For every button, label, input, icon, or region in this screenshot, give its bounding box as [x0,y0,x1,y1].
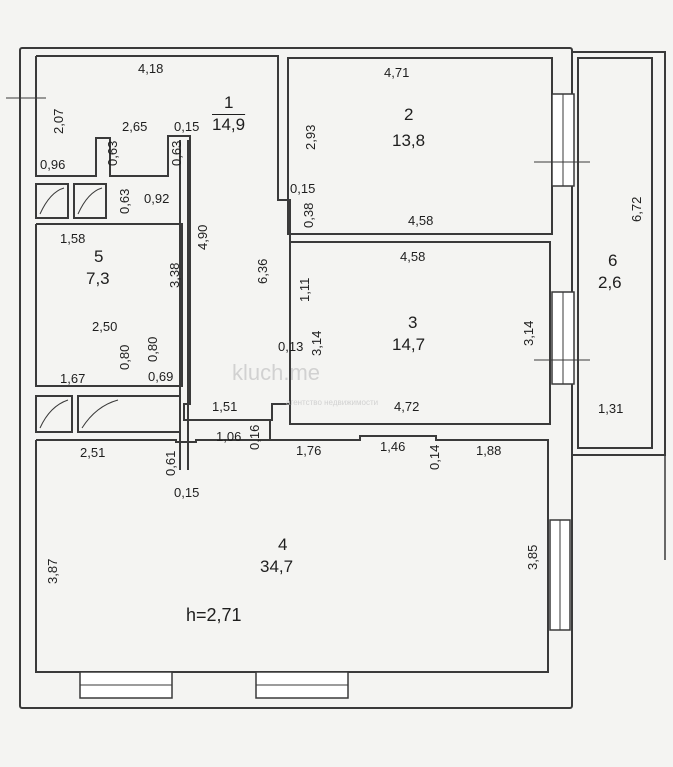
ceiling-height: h=2,71 [186,605,242,625]
dim-r5-c: 0,69 [148,369,174,384]
dim-r5-a: 0,80 [117,344,132,370]
room-6-area: 2,6 [598,273,622,292]
room-3-area: 14,7 [392,335,426,354]
dim-r1-f: 0,63 [117,188,132,214]
dim-r4-f: 0,61 [163,450,178,476]
dim-r5-d: 1,67 [60,371,86,386]
room-1-area: 14,9 [212,115,246,134]
dim-r4-d: 1,88 [476,443,502,458]
dim-corridor-106: 1,06 [216,429,242,444]
dim-corridor-636: 6,36 [255,258,270,284]
dim-corridor-151: 1,51 [212,399,238,414]
dim-r4-b: 1,46 [380,439,406,454]
dim-r5-right: 3,38 [167,262,182,288]
room-3-number: 3 [408,313,418,332]
dim-r3-top: 4,58 [400,249,426,264]
closet-1 [35,183,69,219]
dim-r1-a: 2,65 [122,119,148,134]
room-4-wall [35,435,549,673]
dim-r5-top: 1,58 [60,231,86,246]
balcony-outline [572,51,666,456]
dim-r1-left: 2,07 [51,108,66,134]
dim-r2-left: 2,93 [303,124,318,150]
dim-r6-len: 6,72 [629,196,644,222]
dim-r4-e: 2,51 [80,445,106,460]
dim-r4-a: 1,76 [296,443,322,458]
dim-r1-d: 0,63 [169,140,184,166]
dim-r3-a: 0,13 [278,339,304,354]
dim-r4-g: 0,15 [174,485,200,500]
dim-r1-top: 4,18 [138,61,164,76]
dim-corridor-016: 0,16 [247,424,262,450]
dim-r2-top: 4,71 [384,65,410,80]
dim-r5-b: 0,80 [145,336,160,362]
closet-3 [35,395,73,433]
dim-r3-b: 3,14 [309,330,324,356]
dim-r4-left: 3,87 [45,558,60,584]
room-2-area: 13,8 [392,131,426,150]
dim-r4-right: 3,85 [525,544,540,570]
dim-r1-e: 0,96 [40,157,66,172]
dim-r2-a: 0,15 [290,181,316,196]
closet-2 [73,183,107,219]
room-1-number: 1 [224,93,234,112]
room-1-wall [35,55,291,421]
dim-r1-g: 0,92 [144,191,170,206]
dim-r6-w: 1,31 [598,401,624,416]
room-6-number: 6 [608,251,618,270]
dim-r2-b: 0,38 [301,202,316,228]
dim-r1-h: 4,90 [195,224,210,250]
room-4-number: 4 [278,535,288,554]
room-5-area: 7,3 [86,269,110,288]
room-2-number: 2 [404,105,414,124]
room-5-number: 5 [94,247,104,266]
dim-r5-bottom: 2,50 [92,319,118,334]
watermark-logo: kluch.me [232,360,321,385]
room-6-wall [577,57,653,449]
dim-r1-c: 0,63 [105,140,120,166]
room-3-wall [289,241,551,425]
dim-r1-b: 0,15 [174,119,200,134]
dim-r3-right: 3,14 [521,320,536,346]
room-4-area: 34,7 [260,557,294,576]
dim-r3-left: 1,11 [297,277,312,302]
dim-r3-bottom: 4,72 [394,399,420,414]
dim-r2-bottom: 4,58 [408,213,434,228]
room-5-wall [35,223,183,387]
dim-r4-c: 0,14 [427,444,442,470]
watermark-subtitle: агентство недвижимости [286,398,379,407]
